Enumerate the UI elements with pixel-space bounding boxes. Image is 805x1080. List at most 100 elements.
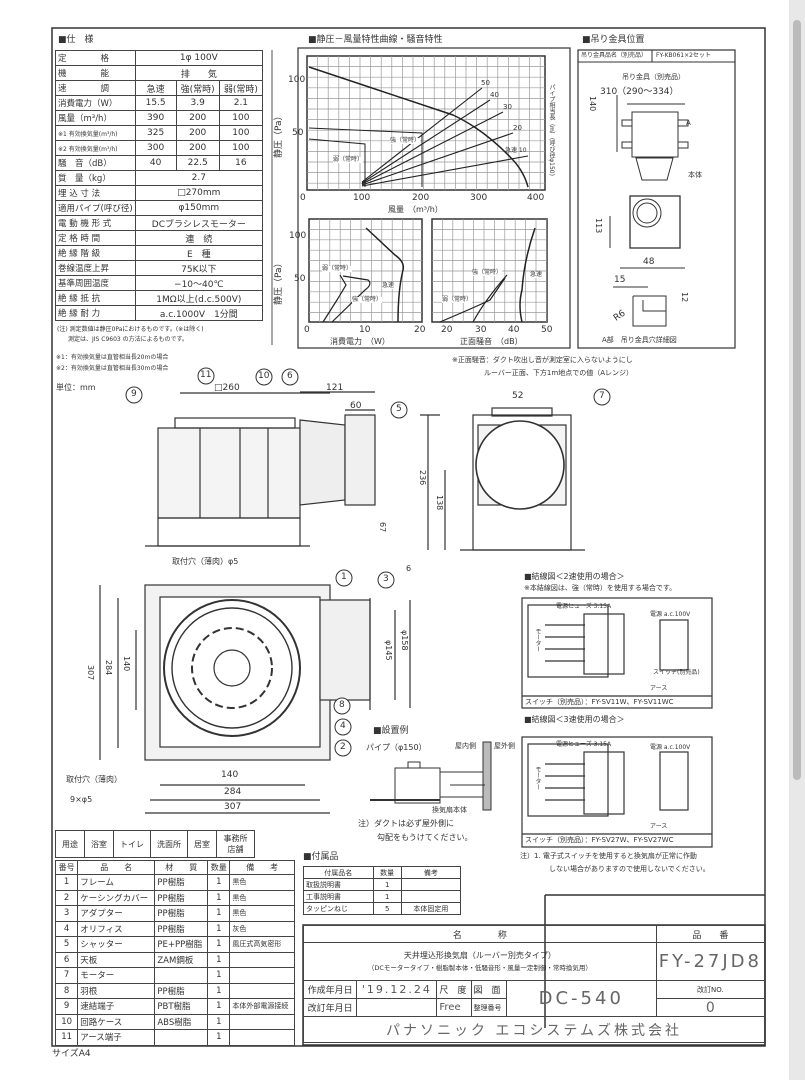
spec-value: 75K以下 [134,260,264,276]
install-example-drawing [370,741,492,811]
ytick-100: 100 [288,75,306,85]
spec-value: 1φ 100V [134,50,264,66]
power-label-rapid: 急速 [382,282,395,289]
curve-label-50: 50 [481,79,490,87]
spec-value: 100 [218,140,264,156]
wiring-diagrams [521,597,713,848]
spec-value: 2.1 [218,95,264,111]
spec-label: 電 動 機 形 式 [55,215,136,231]
install-outdoor: 屋外側 [494,742,515,750]
callout-number: 10 [258,371,270,381]
parts-cell: 2 [54,889,79,906]
callout-number: 8 [339,700,345,710]
parts-cell: ケーシングカバー [77,889,156,906]
wiring3-earth: アース [650,823,668,830]
dim-307: 307 [224,802,242,812]
noise-label-strong: 強（常時） [472,269,503,276]
install-pipe: パイプ（φ150） [366,743,427,752]
xtick-0: 0 [300,193,306,203]
parts-cell: PP樹脂 [154,920,209,937]
parts-cell: 8 [54,982,79,999]
parts-cell: シャッター [77,936,156,953]
spec-value: 200 [175,140,220,156]
dim-60: 60 [350,401,362,411]
spec-footnote-1: ※1：有効換気量は直管相当長20mの場合 [56,354,169,361]
scrollbar[interactable] [789,0,805,1080]
spec-row: 基準周囲温度−10～40℃ [55,275,264,291]
parts-cell: 1 [207,874,231,891]
scrollbar-thumb[interactable] [793,20,801,780]
spec-label: ※1 有効換気量(m³/h) [55,125,136,141]
spec-value: 強(常時) [175,80,220,96]
dim-121: 121 [326,383,344,393]
scale-value: Free [436,998,472,1017]
spec-value: 40 [134,155,177,171]
parts-cell: 1 [207,1029,231,1046]
callout-circle [281,368,299,386]
parts-cell: PP樹脂 [154,874,209,891]
callout-number: 3 [383,574,389,584]
spec-value: 1MΩ以上(d.c.500V) [134,290,264,306]
drawing-number: DC-540 [505,980,657,1017]
power-xtick-10: 10 [359,325,371,335]
callout-circle [334,718,352,736]
parts-cell: 10 [54,1013,79,1030]
parts-cell [154,1029,209,1046]
curve-label-20: 20 [513,124,522,132]
hanger-dim-15: 15 [614,275,626,285]
curve-label-10: 急速 10 [505,147,527,154]
parts-header: 備 考 [229,860,295,875]
wiring3-power: 電源 a.c.100V [650,744,691,751]
dim-145: φ145 [384,640,393,661]
callout-number: 7 [599,391,605,401]
hanger-heading: ■吊り金具位置 [582,35,645,45]
power-curve-weak [322,274,347,323]
usage-cell: 用途 [55,830,85,858]
callout-circle [377,571,395,589]
wiring3-motor: モーター [534,766,541,790]
spec-value: 390 [134,110,177,126]
noise-xtick-50: 50 [541,325,553,335]
noise-curve-strong [472,274,508,323]
spec-value: 15.5 [134,95,177,111]
spec-label: 埋 込 寸 法 [55,185,136,201]
parts-cell: 灰色 [229,920,295,937]
hanger-dim-140: 140 [588,96,597,112]
wiring2-model: スイッチ（別売品）：FY-SV11W、FY-SV11WC [525,698,674,706]
noise-curve-weak [439,277,506,323]
revised-label: 改訂年月日 [302,998,358,1017]
spec-row: 質 量（kg）2.7 [55,170,264,186]
callout-circle [125,386,143,404]
created-label: 作成年月日 [302,980,358,999]
parts-cell: 1 [207,920,231,937]
parts-header: 番号 [54,860,79,875]
callout-number: 4 [340,721,346,731]
callout-number: 5 [396,404,402,414]
accessories-cell: 工事説明書 [303,890,374,903]
wiring2-motor: モーター [534,628,541,652]
install-note-2: 勾配をもうけてください。 [377,833,473,842]
spec-row: 定 格 時 間連 続 [55,230,264,246]
curve-label-30: 30 [503,103,512,111]
parts-cell: PP樹脂 [154,889,209,906]
spec-label: 適用パイプ(呼び径) [55,200,136,216]
accessories-cell: 取扱説明書 [303,878,374,891]
plot-area [306,55,546,191]
parts-cell: 1 [207,951,231,968]
chart-grids [306,55,548,323]
parts-cell: 天板 [77,951,156,968]
power-xtick-20: 20 [414,325,426,335]
callout-circle [255,368,273,386]
reference-label: 整理番号 [470,998,507,1017]
install-indoor: 屋内側 [455,742,476,750]
